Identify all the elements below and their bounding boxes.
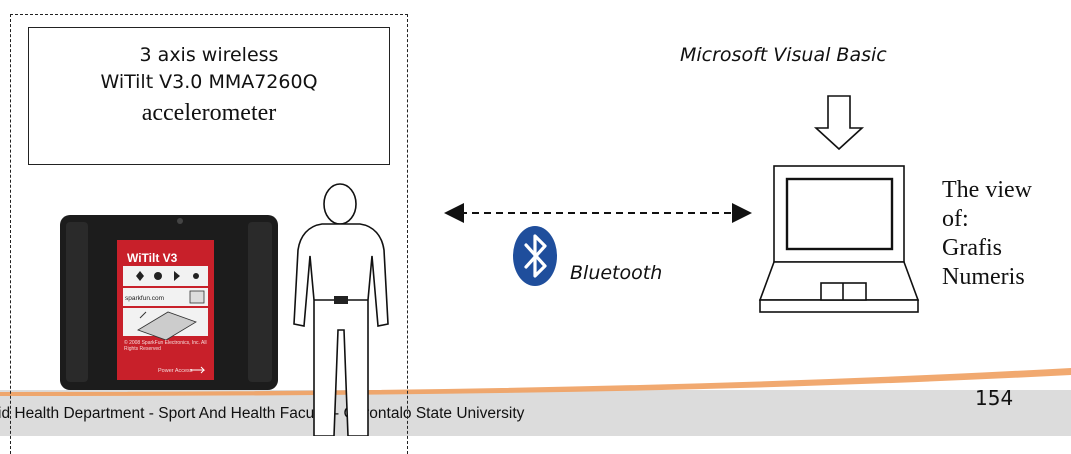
page-number: 154 — [975, 386, 1014, 410]
sensor-group-frame — [10, 14, 408, 454]
footer-band — [0, 390, 1071, 436]
sensor-label-box: 3 axis wireless WiTilt V3.0 MMA7260Q acc… — [28, 27, 390, 165]
view-line4: Numeris — [942, 264, 1025, 290]
footer-text: id Health Department - Sport And Health … — [0, 405, 525, 422]
device-power-label: Power Access — [158, 368, 193, 374]
device-brand: sparkfun.com — [125, 295, 164, 302]
view-line3: Grafis — [942, 235, 1002, 261]
witilt-device-icon: WiTilt V3 sparkfun.com © 2008 SparkFun E… — [60, 215, 278, 390]
view-description: The view of: Grafis Numeris — [942, 176, 1032, 292]
down-arrow-icon — [813, 95, 865, 151]
sensor-label-line2: WiTilt V3.0 MMA7260Q — [100, 71, 318, 93]
bluetooth-icon — [513, 226, 557, 286]
software-label: Microsoft Visual Basic — [680, 44, 887, 66]
laptop-icon — [758, 165, 920, 313]
diagram-artwork: WiTilt V3 sparkfun.com © 2008 SparkFun E… — [60, 95, 920, 436]
device-copyright: © 2008 SparkFun Electronics, Inc. All Ri… — [124, 340, 207, 352]
view-line1: The view — [942, 177, 1032, 203]
footer-swoosh — [0, 368, 1071, 396]
sensor-label-line1: 3 axis wireless — [139, 44, 279, 66]
view-line2: of: — [942, 206, 969, 232]
bluetooth-label: Bluetooth — [570, 262, 663, 284]
sensor-label-line3: accelerometer — [141, 100, 277, 126]
person-figure-icon — [293, 183, 389, 436]
device-label: WiTilt V3 — [127, 251, 178, 265]
